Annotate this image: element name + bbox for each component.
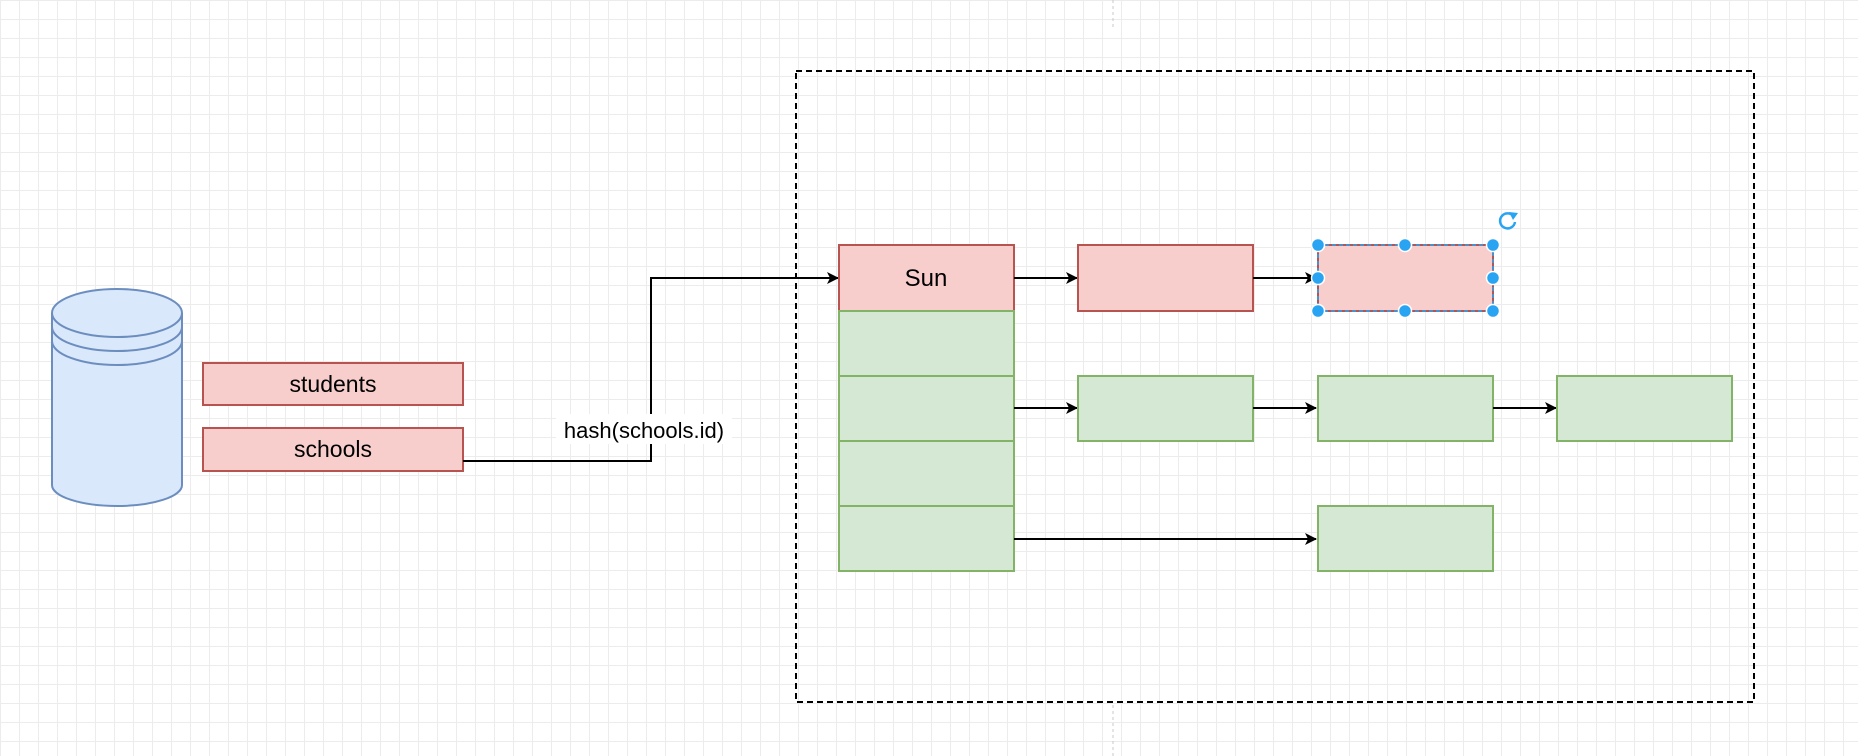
bucket-column[interactable]: Sun (838, 244, 1015, 572)
resize-handles[interactable] (1310, 237, 1501, 319)
resize-handle[interactable] (1310, 237, 1326, 253)
rotate-handle-icon[interactable] (1498, 212, 1518, 230)
bucket-slot[interactable] (838, 505, 1015, 572)
edge-label[interactable]: hash(schools.id) (564, 418, 724, 443)
schools-label: schools (294, 436, 372, 462)
edge-label-background (556, 414, 732, 444)
resize-handle[interactable] (1485, 237, 1501, 253)
resize-handle[interactable] (1397, 303, 1413, 319)
students-table-node[interactable]: students (202, 362, 464, 406)
students-label: students (290, 371, 377, 397)
bucket-slot[interactable] (838, 310, 1015, 377)
chain-node-red-1[interactable] (1077, 244, 1254, 312)
chain-node-green-4[interactable] (1317, 505, 1494, 572)
schools-table-node[interactable]: schools (202, 427, 464, 472)
chain-node-green-3[interactable] (1556, 375, 1733, 442)
resize-handle[interactable] (1310, 270, 1326, 286)
hash-table-container[interactable] (795, 70, 1755, 703)
resize-handle[interactable] (1485, 270, 1501, 286)
chain-node-green-1[interactable] (1077, 375, 1254, 442)
bucket-slot[interactable] (838, 375, 1015, 442)
bucket-slot[interactable] (838, 440, 1015, 507)
chain-node-green-2[interactable] (1317, 375, 1494, 442)
chain-node-red-2[interactable] (1317, 244, 1494, 312)
database-icon[interactable] (51, 288, 183, 507)
hash-edge[interactable] (463, 272, 839, 462)
bucket-head-label: Sun (905, 265, 948, 292)
resize-handle[interactable] (1485, 303, 1501, 319)
resize-handle[interactable] (1310, 303, 1326, 319)
resize-handle[interactable] (1397, 237, 1413, 253)
